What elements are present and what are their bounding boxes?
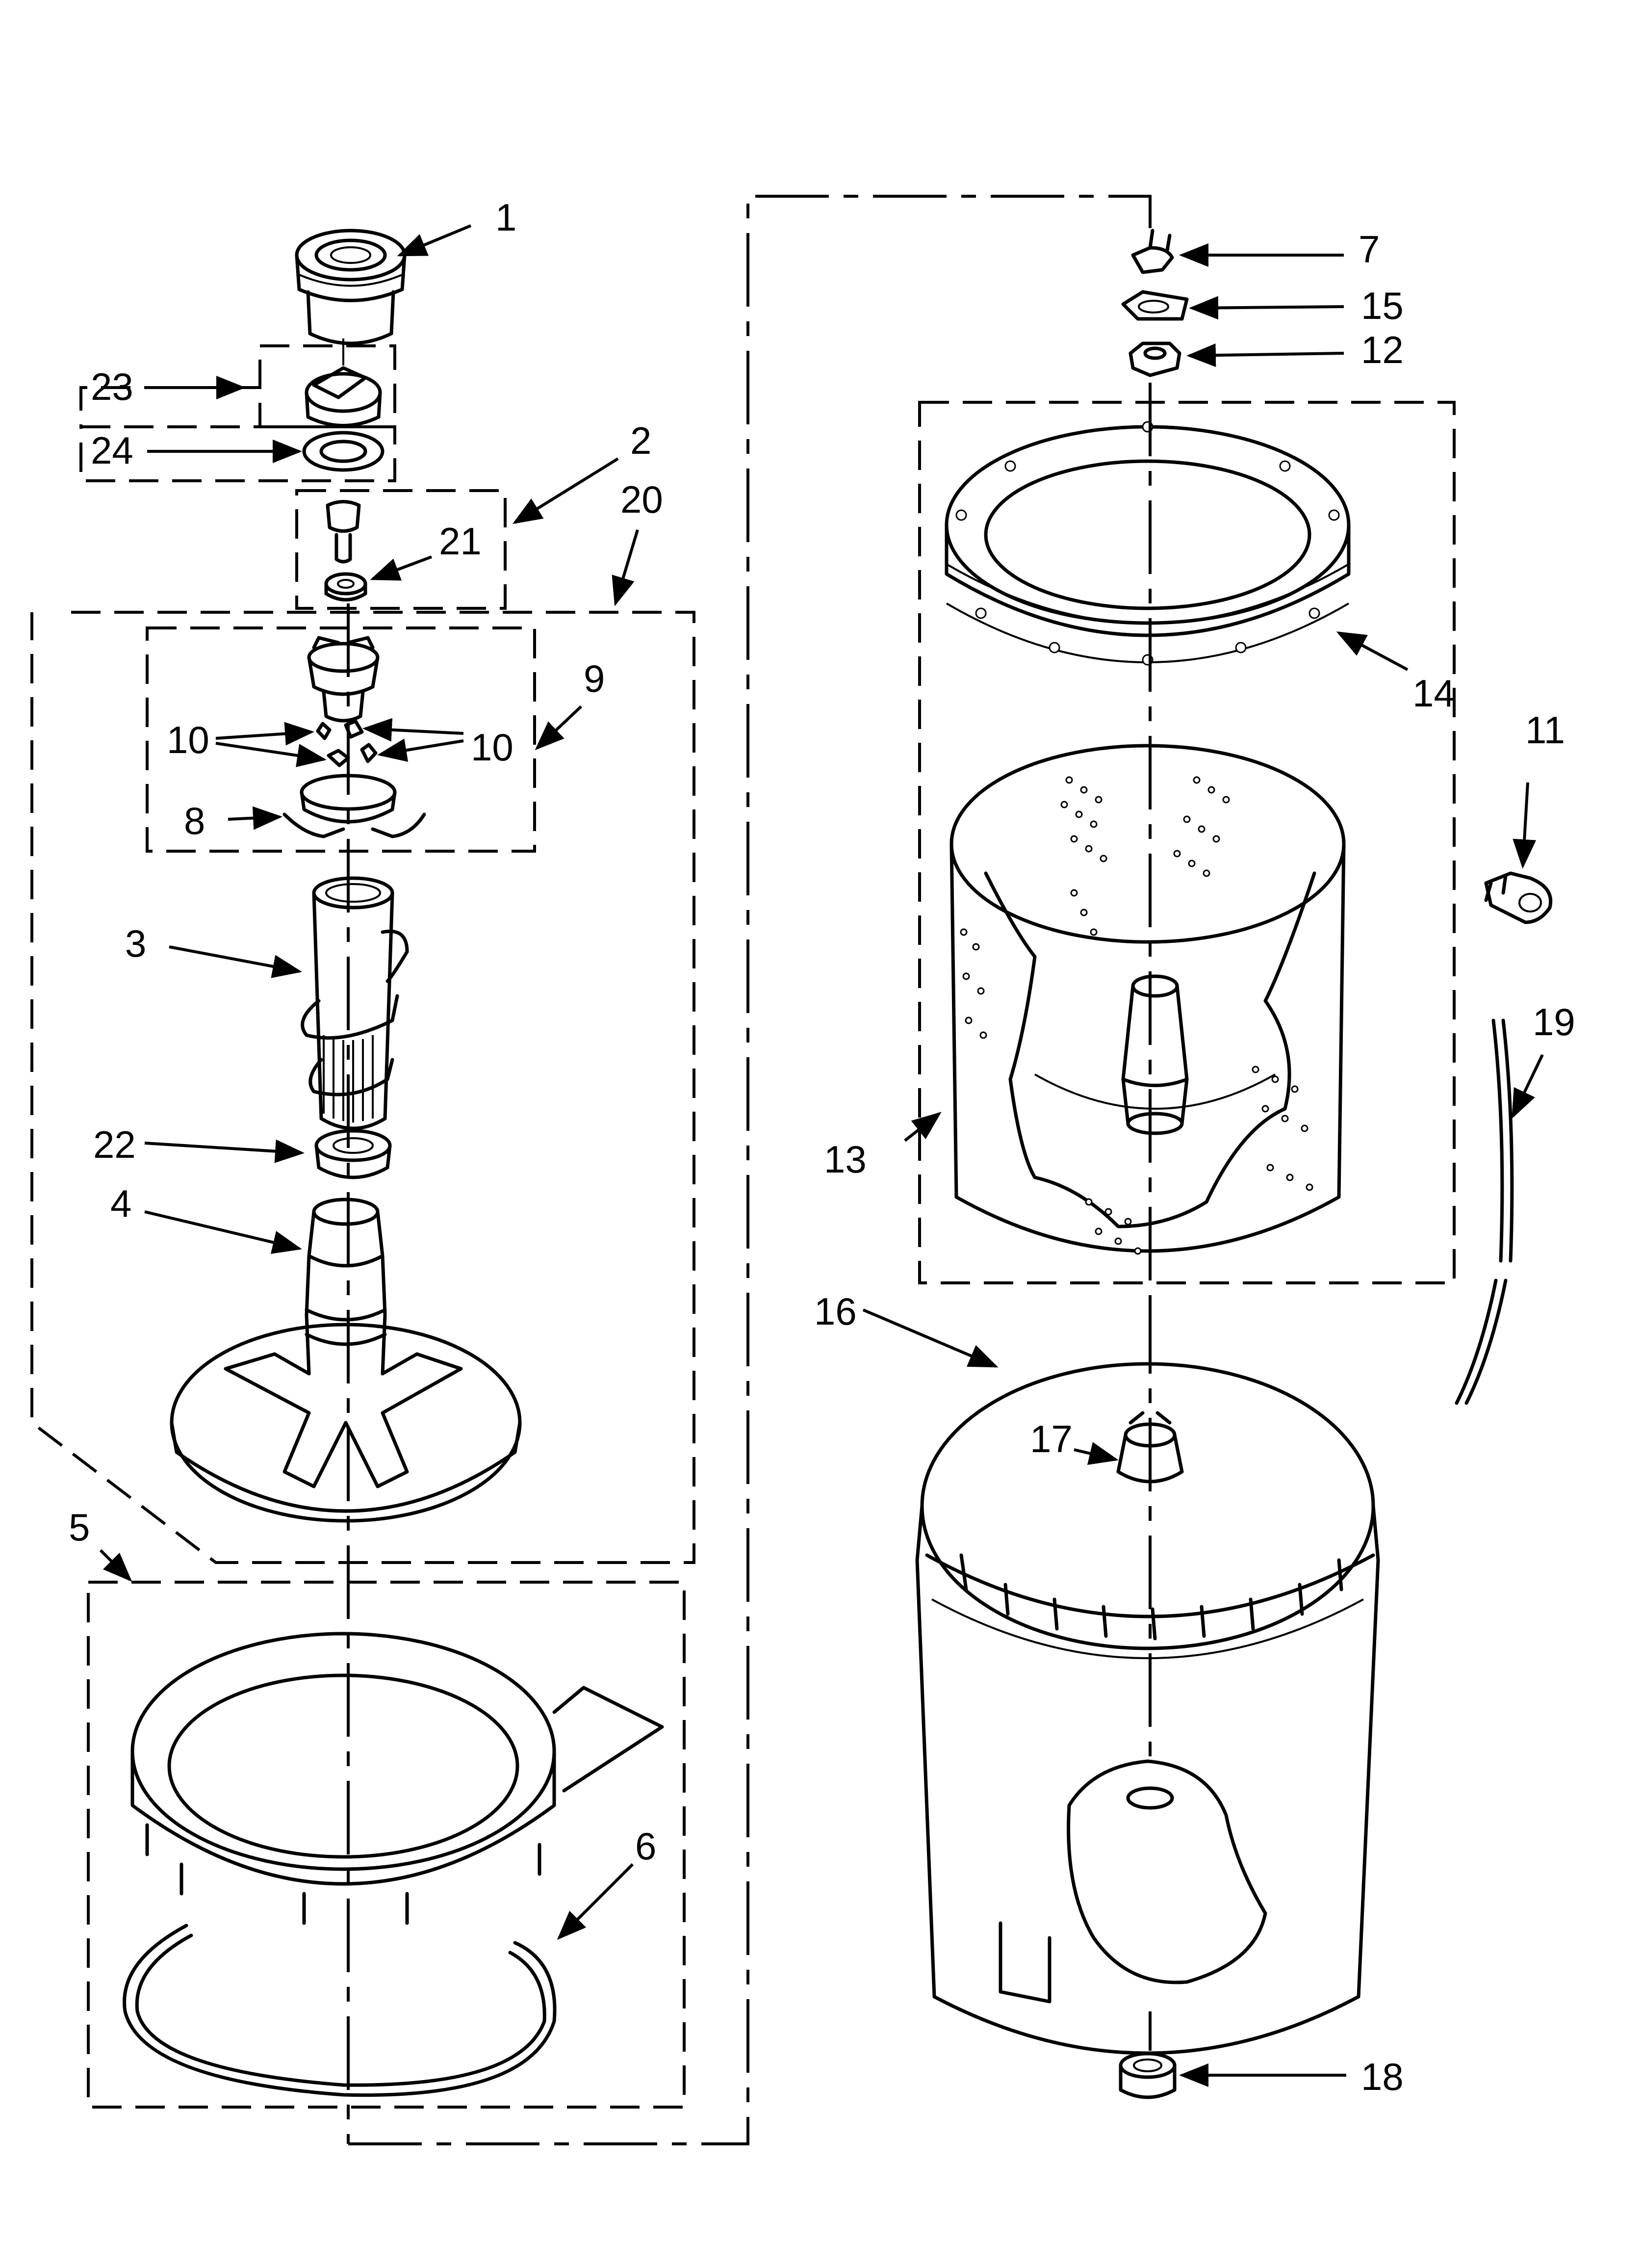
- callout-18: 18: [1361, 2055, 1404, 2098]
- part-12-nut: [1129, 341, 1181, 377]
- part-13-basket: [949, 744, 1346, 1255]
- callout-13: 13: [824, 1138, 867, 1181]
- callout-22: 22: [93, 1123, 136, 1166]
- assembly-axes: [347, 195, 1152, 2145]
- part-18-plug: [1119, 2052, 1177, 2099]
- callout-23: 23: [91, 365, 133, 408]
- part-7-clip: [1131, 229, 1174, 274]
- callout-10-left: 10: [167, 718, 209, 761]
- callout-15: 15: [1361, 284, 1404, 327]
- callout-16: 16: [814, 1290, 857, 1333]
- frame-part-14-13: [918, 401, 1456, 1284]
- callout-2: 2: [630, 419, 651, 462]
- callout-21: 21: [439, 520, 482, 563]
- part-23-cap: [305, 339, 382, 427]
- part-1-dispenser: [295, 229, 407, 345]
- frame-part-5: [87, 1581, 686, 2109]
- frame-part-9: [146, 626, 536, 853]
- callout-9: 9: [584, 657, 605, 700]
- callout-4: 4: [110, 1182, 131, 1225]
- frame-part-2: [295, 489, 507, 610]
- callout-8: 8: [184, 799, 205, 842]
- callout-19: 19: [1533, 1000, 1575, 1043]
- frame-part-20: [30, 611, 695, 1564]
- part-11-hose-clip: [1484, 871, 1553, 924]
- part-3-auger: [301, 876, 409, 1130]
- part-8-cam: [282, 774, 426, 838]
- part-5-tub-ring: [130, 1632, 664, 1925]
- group-frames: [30, 344, 1456, 2109]
- leader-lines: [99, 224, 1544, 2087]
- part-15-retainer: [1121, 290, 1189, 321]
- callout-10-right: 10: [471, 726, 513, 769]
- part-16-outer-tub: [915, 1362, 1380, 2055]
- part-21-washer: [324, 572, 367, 601]
- part-22-coupling: [314, 1129, 392, 1179]
- callout-14: 14: [1412, 672, 1455, 715]
- callout-labels: 1 2 3 4 5 6 7 8 9 10 10 11 12 13 14 15 1…: [69, 196, 1575, 2098]
- callout-1: 1: [495, 196, 516, 239]
- callout-12: 12: [1361, 328, 1404, 371]
- part-9-dog-drive-top: [307, 636, 380, 723]
- callout-24: 24: [91, 429, 133, 472]
- part-6-seal-ring: [123, 1924, 557, 2097]
- callout-6: 6: [635, 1825, 656, 1868]
- callout-3: 3: [125, 922, 146, 965]
- part-14-balance-ring: [945, 421, 1351, 666]
- part-24-washer: [302, 431, 385, 472]
- callout-20: 20: [620, 478, 663, 521]
- callout-17: 17: [1030, 1417, 1073, 1460]
- frame-part-23: [258, 344, 396, 428]
- part-2-bolt: [326, 500, 361, 564]
- part-4-agitator-base: [170, 1198, 522, 1523]
- callout-7: 7: [1359, 228, 1380, 271]
- callout-5: 5: [69, 1506, 90, 1549]
- part-19-hose: [1455, 1018, 1514, 1405]
- frame-part-24: [79, 425, 396, 482]
- callout-11: 11: [1525, 708, 1565, 752]
